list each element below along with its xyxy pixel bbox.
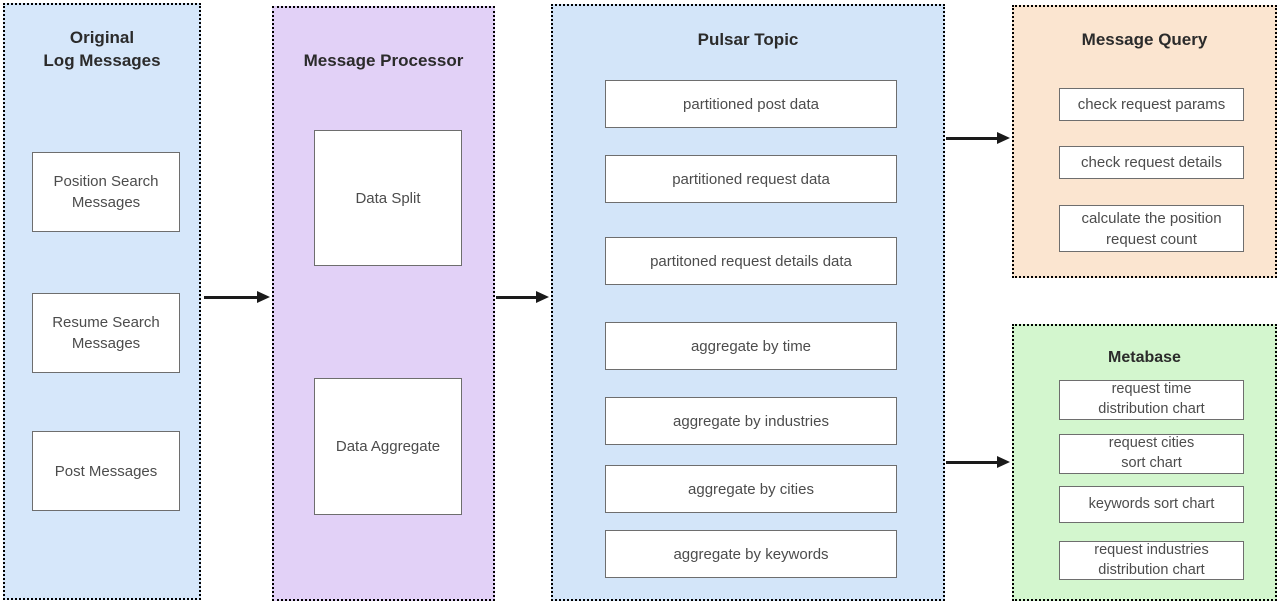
node-resume-search-messages: Resume Search Messages <box>32 293 180 373</box>
group-original-log-messages: Original Log Messages Position Search Me… <box>3 3 201 600</box>
group-message-query: Message Query check request params check… <box>1012 5 1277 278</box>
group-title-message-processor: Message Processor <box>303 51 464 70</box>
node-aggregate-by-industries: aggregate by industries <box>605 397 897 445</box>
arrow-pulsar-to-metabase <box>946 456 1010 468</box>
node-calculate-position-request-count: calculate the position request count <box>1059 205 1244 252</box>
node-check-request-details: check request details <box>1059 146 1244 179</box>
node-request-time-distribution-chart: request time distribution chart <box>1059 380 1244 420</box>
group-title-message-query: Message Query <box>1081 30 1208 49</box>
node-data-split: Data Split <box>314 130 462 266</box>
group-pulsar-topic: Pulsar Topic partitioned post data parti… <box>551 4 945 601</box>
node-data-aggregate: Data Aggregate <box>314 378 462 515</box>
node-position-search-messages: Position Search Messages <box>32 152 180 232</box>
node-partitoned-request-details-data: partitoned request details data <box>605 237 897 285</box>
node-partitioned-request-data: partitioned request data <box>605 155 897 203</box>
group-title-original-log-messages: Original Log Messages <box>43 28 161 70</box>
node-aggregate-by-time: aggregate by time <box>605 322 897 370</box>
arrow-logs-to-processor <box>204 291 270 303</box>
arrow-processor-to-pulsar <box>496 291 549 303</box>
node-partitioned-post-data: partitioned post data <box>605 80 897 128</box>
node-post-messages: Post Messages <box>32 431 180 511</box>
group-message-processor: Message Processor Data Split Data Aggreg… <box>272 6 495 601</box>
node-request-cities-sort-chart: request cities sort chart <box>1059 434 1244 474</box>
arrow-pulsar-to-query <box>946 132 1010 144</box>
group-title-pulsar-topic: Pulsar Topic <box>697 30 799 49</box>
group-title-metabase: Metabase <box>1108 349 1181 366</box>
node-keywords-sort-chart: keywords sort chart <box>1059 486 1244 523</box>
group-metabase: Metabase request time distribution chart… <box>1012 324 1277 601</box>
node-aggregate-by-cities: aggregate by cities <box>605 465 897 513</box>
node-request-industries-distribution-chart: request industries distribution chart <box>1059 541 1244 580</box>
node-aggregate-by-keywords: aggregate by keywords <box>605 530 897 578</box>
node-check-request-params: check request params <box>1059 88 1244 121</box>
